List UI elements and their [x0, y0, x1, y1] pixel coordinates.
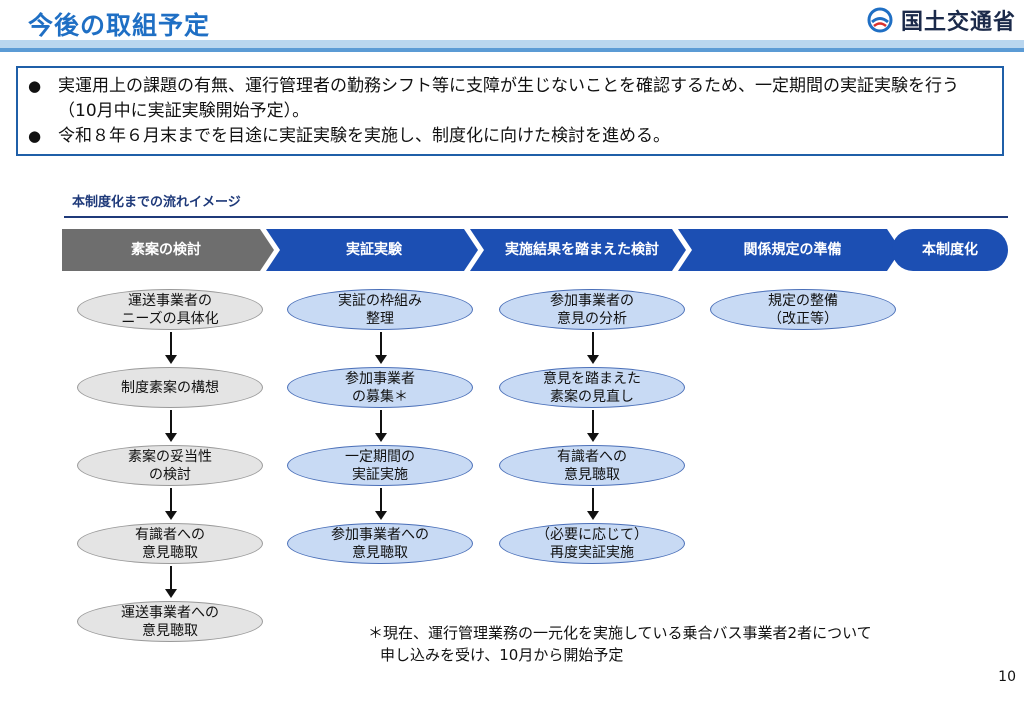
- stage-bar: 素案の検討 実証実験 実施結果を踏まえた検討 関係規定の準備 本制度化: [62, 229, 1010, 271]
- flow-arrow: [165, 488, 177, 520]
- flow-arrow: [587, 410, 599, 442]
- flow-arrow: [165, 332, 177, 364]
- stage-label: 素案の検討: [131, 242, 201, 258]
- stage-arrow-3: [470, 229, 686, 271]
- header-band-accent: [0, 48, 1024, 52]
- page-number: 10: [998, 669, 1016, 685]
- flow-node: 有識者への 意見聴取: [499, 445, 685, 486]
- flow-node: 一定期間の 実証実施: [287, 445, 473, 486]
- org-logo: 国土交通省: [867, 4, 1016, 36]
- flow-node: 参加事業者への 意見聴取: [287, 523, 473, 564]
- flow-arrow: [165, 566, 177, 598]
- stage-arrow-1: [62, 229, 274, 271]
- summary-bullet: ● 令和８年６月末までを目途に実証実験を実施し、制度化に向けた検討を進める。: [28, 124, 992, 149]
- flow-arrow: [375, 410, 387, 442]
- summary-box: ● 実運用上の課題の有無、運行管理者の勤務シフト等に支障が生じないことを確認する…: [16, 66, 1004, 156]
- footnote-line: 申し込みを受け、10月から開始予定: [380, 646, 624, 664]
- stage-arrow-4: [678, 229, 901, 271]
- flow-arrow: [587, 488, 599, 520]
- flow-node: 規定の整備 （改正等）: [710, 289, 896, 330]
- flow-label: 本制度化までの流れイメージ: [72, 195, 241, 210]
- flow-node: 運送事業者の ニーズの具体化: [77, 289, 263, 330]
- flow-node: 有識者への 意見聴取: [77, 523, 263, 564]
- flow-arrow: [165, 410, 177, 442]
- stage-label: 実証実験: [346, 242, 402, 258]
- flow-arrow: [375, 488, 387, 520]
- flow-node: 運送事業者への 意見聴取: [77, 601, 263, 642]
- flow-node: 素案の妥当性 の検討: [77, 445, 263, 486]
- flow-node: 実証の枠組み 整理: [287, 289, 473, 330]
- summary-bullet-text: 実運用上の課題の有無、運行管理者の勤務シフト等に支障が生じないことを確認するため…: [58, 76, 959, 121]
- summary-bullet-text: 令和８年６月末までを目途に実証実験を実施し、制度化に向けた検討を進める。: [58, 126, 670, 146]
- bullet-icon: ●: [28, 127, 42, 145]
- flow-divider: [64, 216, 1008, 218]
- flow-node: （必要に応じて） 再度実証実施: [499, 523, 685, 564]
- footnote-line: ＊現在、運行管理業務の一元化を実施している乗合バス事業者2者について: [368, 624, 872, 642]
- stage-label: 実施結果を踏まえた検討: [505, 242, 659, 258]
- flow-node: 意見を踏まえた 素案の見直し: [499, 367, 685, 408]
- stage-label: 本制度化: [922, 242, 978, 258]
- flow-arrow: [375, 332, 387, 364]
- footnote: ＊現在、運行管理業務の一元化を実施している乗合バス事業者2者について 申し込みを…: [368, 622, 872, 666]
- flow-node: 制度素案の構想: [77, 367, 263, 408]
- org-name: 国土交通省: [900, 10, 1016, 35]
- mlit-logo-icon: [867, 7, 893, 33]
- flow-node: 参加事業者の 意見の分析: [499, 289, 685, 330]
- flow-node: 参加事業者 の募集＊: [287, 367, 473, 408]
- summary-bullet: ● 実運用上の課題の有無、運行管理者の勤務シフト等に支障が生じないことを確認する…: [28, 74, 992, 124]
- page-title: 今後の取組予定: [28, 11, 211, 40]
- header-band: [0, 40, 1024, 48]
- stage-arrow-2: [266, 229, 478, 271]
- stage-pill-final: [892, 229, 1008, 271]
- stage-label: 関係規定の準備: [743, 242, 842, 258]
- flow-arrow: [587, 332, 599, 364]
- stage-arrows: [62, 229, 1008, 271]
- bullet-icon: ●: [28, 77, 42, 95]
